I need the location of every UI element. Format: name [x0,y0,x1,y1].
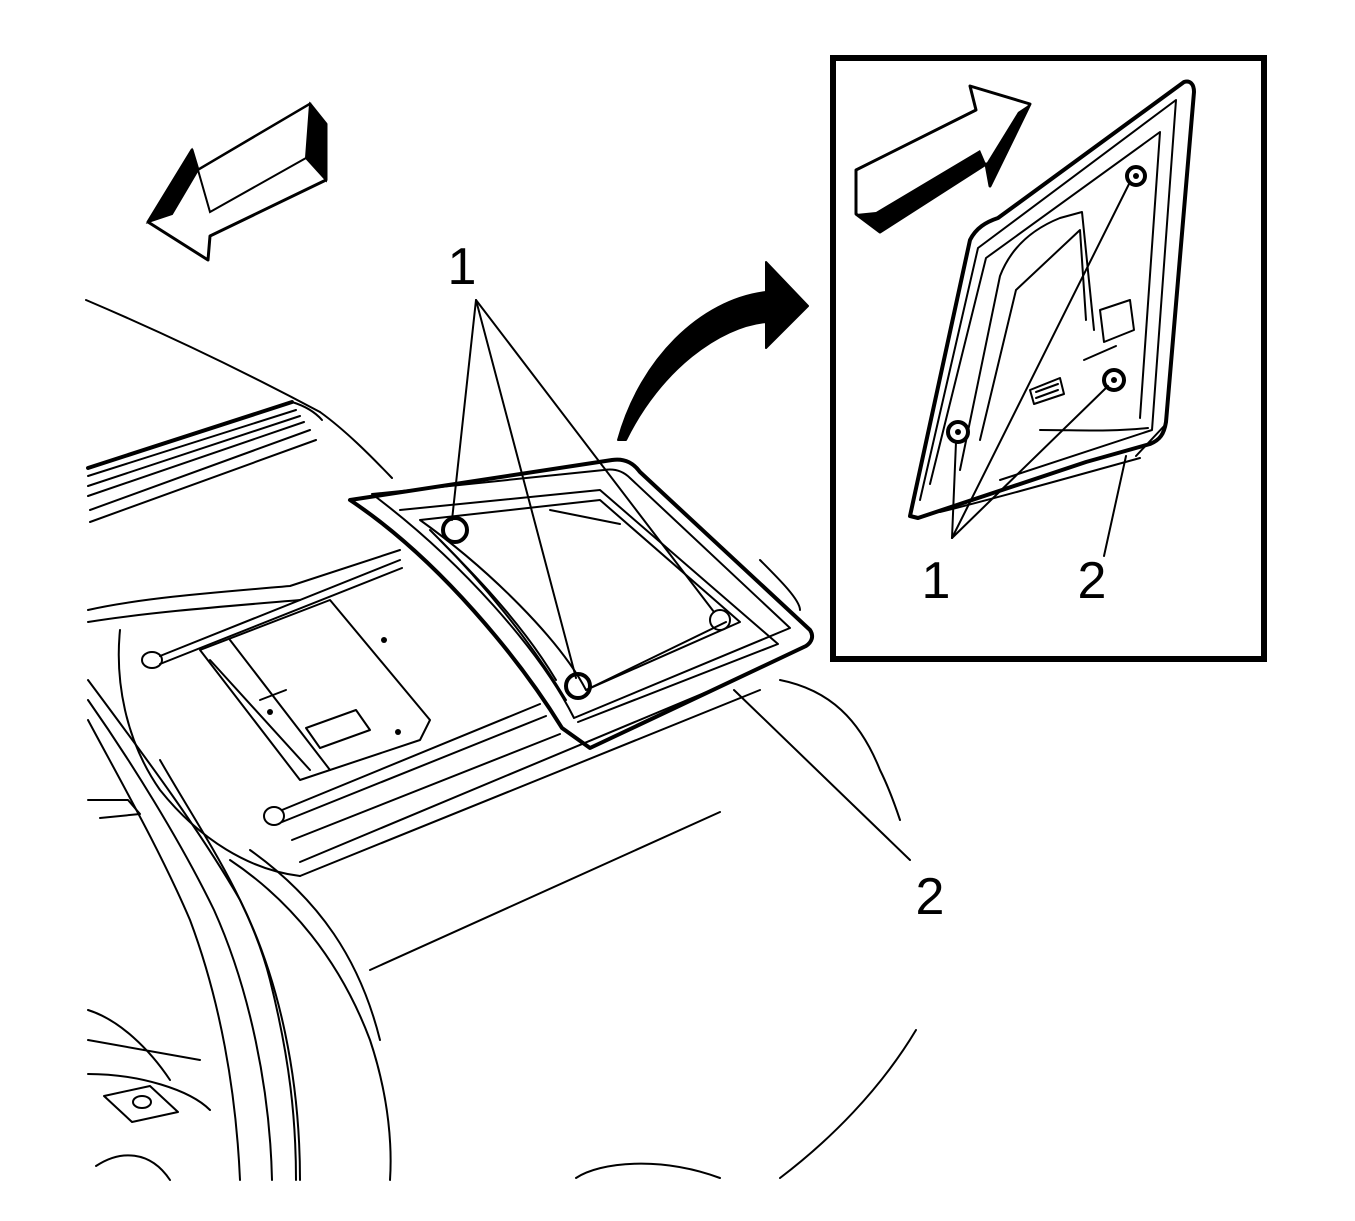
fastener-icon [1125,165,1147,187]
inset-detail-view: 1 2 [830,55,1267,662]
inset-callout-panel: 2 [1078,552,1107,610]
fastener-icon [946,420,970,444]
direction-arrow-icon [854,84,1032,234]
fastener-icon [1102,368,1126,392]
vehicle-body-linework [85,299,917,1181]
callout-fasteners: 1 [448,238,477,296]
inset-callout-fasteners: 1 [922,552,951,610]
fastener-hole [564,672,592,700]
access-panel [348,457,815,750]
leader-lines [451,299,911,861]
curved-arrow-icon [617,261,809,441]
direction-arrow-icon [145,101,328,262]
callout-panel: 2 [916,868,945,926]
fastener-hole [441,516,469,544]
fastener-hole [709,609,731,631]
